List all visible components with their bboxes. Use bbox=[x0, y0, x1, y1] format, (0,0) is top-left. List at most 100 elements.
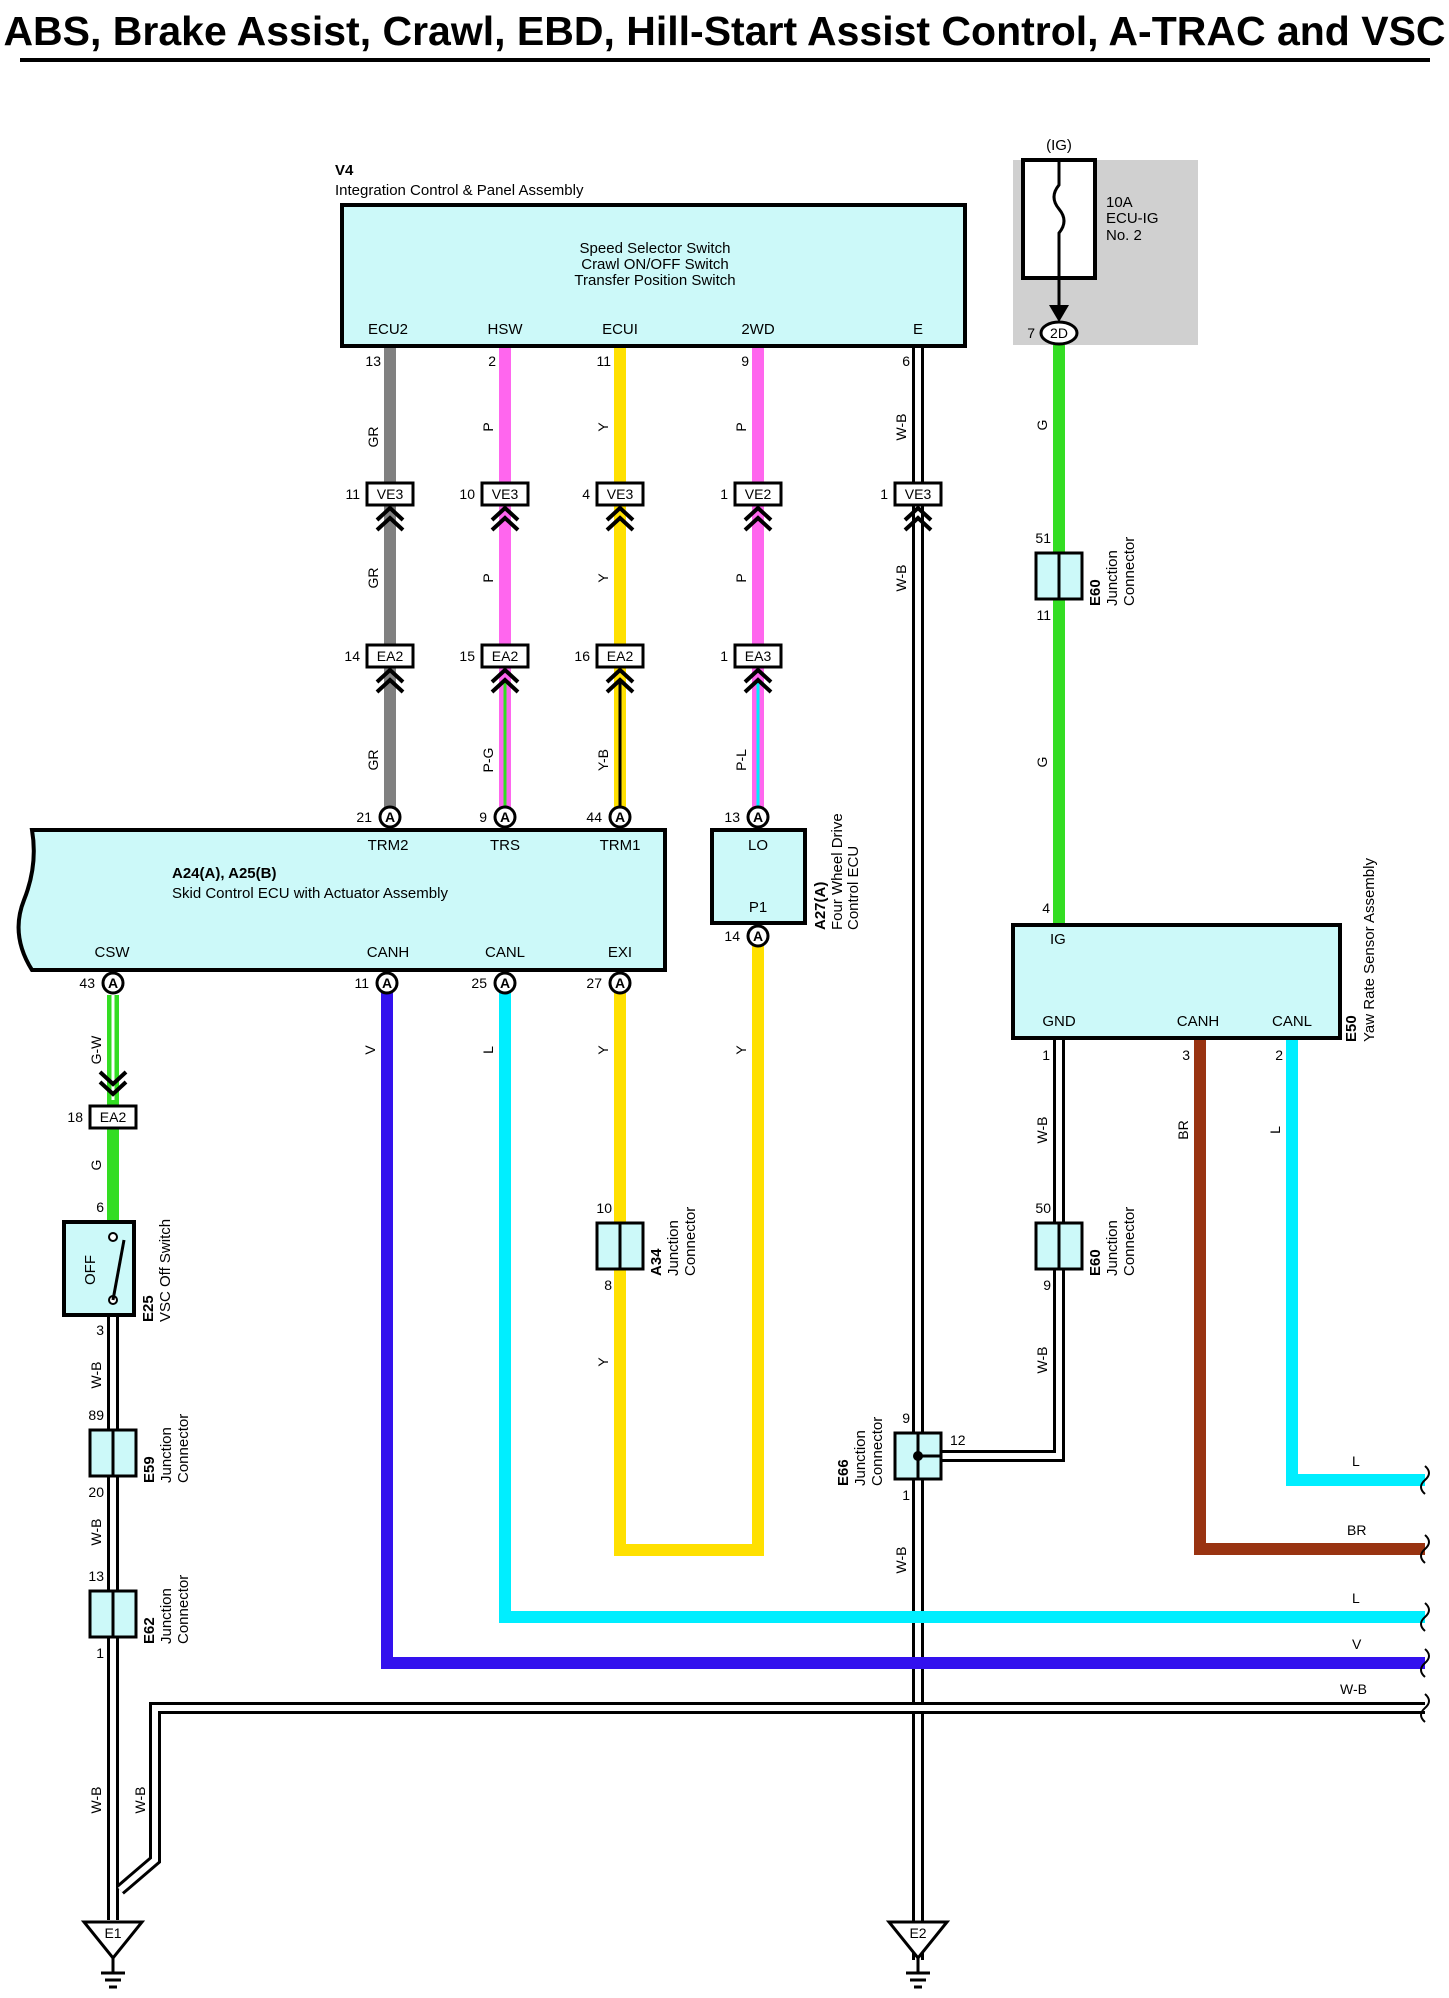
skid-ecu-name: Skid Control ECU with Actuator Assembly bbox=[172, 885, 448, 902]
skid-pin-exi: EXI bbox=[608, 944, 632, 961]
svg-text:W-B: W-B bbox=[893, 1547, 909, 1574]
svg-text:13: 13 bbox=[88, 1568, 104, 1584]
yaw-name: Yaw Rate Sensor Assembly bbox=[1361, 858, 1378, 1042]
skid-pin-trm2: TRM2 bbox=[368, 837, 409, 854]
fwd-conn-a-bottom: A bbox=[753, 928, 763, 944]
svg-text:89: 89 bbox=[88, 1407, 104, 1423]
svg-text:11: 11 bbox=[354, 975, 369, 991]
svg-text:W-B: W-B bbox=[88, 1787, 104, 1814]
junction-e59: 89 20 E59 Junction Connector bbox=[88, 1407, 192, 1500]
svg-text:51: 51 bbox=[1035, 530, 1051, 546]
v4-num-e: 6 bbox=[902, 353, 910, 369]
svg-text:P: P bbox=[480, 422, 496, 431]
svg-text:A: A bbox=[500, 975, 510, 991]
v4-name: Integration Control & Panel Assembly bbox=[335, 182, 584, 199]
connector-ve3-c: VE3 4 bbox=[582, 481, 645, 532]
connector-ve2: VE2 1 bbox=[720, 481, 783, 532]
v4-pin-ecui: ECUI bbox=[602, 321, 638, 338]
fwd-num-lo: 13 bbox=[724, 809, 740, 825]
svg-text:9: 9 bbox=[902, 1410, 910, 1426]
yaw-num-canh: 3 bbox=[1182, 1047, 1190, 1063]
v4-num-ecu2: 13 bbox=[365, 353, 381, 369]
svg-text:A: A bbox=[382, 975, 392, 991]
svg-text:E59: E59 bbox=[141, 1456, 158, 1483]
svg-text:Connector: Connector bbox=[869, 1417, 886, 1486]
svg-text:EA2: EA2 bbox=[492, 648, 519, 664]
title-underline bbox=[20, 58, 1430, 62]
v4-num-2wd: 9 bbox=[741, 353, 749, 369]
svg-text:Y: Y bbox=[595, 1357, 611, 1367]
fwd-pin-p1: P1 bbox=[749, 899, 767, 916]
svg-text:W-B: W-B bbox=[88, 1519, 104, 1546]
yaw-num-gnd: 1 bbox=[1042, 1047, 1050, 1063]
svg-text:27: 27 bbox=[586, 975, 602, 991]
v4-line-3: Transfer Position Switch bbox=[574, 272, 735, 289]
svg-text:Junction: Junction bbox=[665, 1220, 682, 1276]
svg-text:9: 9 bbox=[479, 809, 487, 825]
fwd-pin-p1-connector bbox=[746, 924, 770, 948]
fuse-name: ECU-IG bbox=[1106, 210, 1159, 227]
ground-e1-icon: E1 bbox=[80, 1920, 146, 1989]
svg-text:9: 9 bbox=[1043, 1277, 1051, 1293]
wire-y-exi bbox=[614, 945, 764, 1556]
svg-text:10: 10 bbox=[459, 486, 475, 502]
v4-num-hsw: 2 bbox=[488, 353, 496, 369]
svg-text:Y-B: Y-B bbox=[595, 749, 611, 771]
svg-text:E1: E1 bbox=[104, 1925, 121, 1941]
svg-text:VE3: VE3 bbox=[377, 486, 404, 502]
fwd-name-1: Four Wheel Drive bbox=[829, 813, 846, 930]
fuse-pin: 7 bbox=[1027, 325, 1035, 341]
fwd-code: A27(A) bbox=[812, 882, 829, 930]
svg-text:G: G bbox=[88, 1160, 104, 1171]
yaw-code: E50 bbox=[1343, 1015, 1360, 1042]
skid-ecu-code: A24(A), A25(B) bbox=[172, 865, 276, 882]
svg-text:EA2: EA2 bbox=[607, 648, 634, 664]
svg-text:12: 12 bbox=[950, 1432, 966, 1448]
svg-text:A: A bbox=[108, 975, 118, 991]
svg-text:GR: GR bbox=[365, 568, 381, 589]
wire-wb-bottom bbox=[116, 1702, 1425, 1895]
svg-text:1: 1 bbox=[720, 648, 728, 664]
svg-text:VE3: VE3 bbox=[607, 486, 634, 502]
connector-ea2-c: EA2 16 bbox=[574, 643, 645, 694]
svg-text:P-L: P-L bbox=[733, 749, 749, 771]
v4-code: V4 bbox=[335, 162, 354, 179]
svg-text:11: 11 bbox=[345, 486, 360, 502]
svg-text:L: L bbox=[1352, 1590, 1360, 1606]
wire-break-marks bbox=[1420, 1465, 1430, 1723]
yaw-num-ig: 4 bbox=[1042, 900, 1050, 916]
v4-pin-2wd: 2WD bbox=[741, 321, 775, 338]
svg-text:L: L bbox=[480, 1046, 496, 1054]
svg-text:EA2: EA2 bbox=[100, 1109, 127, 1125]
svg-text:W-B: W-B bbox=[1340, 1681, 1367, 1697]
fuse-connector bbox=[1039, 320, 1079, 346]
connector-ea3: EA3 1 bbox=[720, 643, 783, 694]
svg-text:VE3: VE3 bbox=[492, 486, 519, 502]
svg-text:44: 44 bbox=[586, 809, 602, 825]
svg-text:P: P bbox=[733, 573, 749, 582]
svg-text:G: G bbox=[1034, 757, 1050, 768]
svg-text:Connector: Connector bbox=[175, 1575, 192, 1644]
svg-text:1: 1 bbox=[720, 486, 728, 502]
svg-text:43: 43 bbox=[79, 975, 95, 991]
yaw-pin-canh: CANH bbox=[1177, 1013, 1220, 1030]
svg-text:EA3: EA3 bbox=[745, 648, 772, 664]
svg-text:Y: Y bbox=[595, 422, 611, 432]
svg-text:W-B: W-B bbox=[893, 414, 909, 441]
skid-pin-connectors: A 21 A 9 A 44 A 43 A 11 A 25 A 27 bbox=[79, 805, 632, 995]
svg-text:Y: Y bbox=[733, 1045, 749, 1055]
vsc-off-switch: OFF 6 3 E25 VSC Off Switch bbox=[62, 1199, 174, 1338]
svg-text:G: G bbox=[1034, 420, 1050, 431]
svg-text:E62: E62 bbox=[141, 1617, 158, 1644]
svg-text:G-W: G-W bbox=[88, 1035, 104, 1065]
fwd-pin-lo: LO bbox=[748, 837, 768, 854]
svg-text:GR: GR bbox=[365, 427, 381, 448]
wire-wb-yaw bbox=[940, 1040, 1065, 1462]
junction-e62: 13 1 E62 Junction Connector bbox=[88, 1568, 192, 1661]
svg-text:Junction: Junction bbox=[852, 1430, 869, 1486]
v4-line-2: Crawl ON/OFF Switch bbox=[581, 256, 729, 273]
svg-text:P: P bbox=[480, 573, 496, 582]
svg-text:6: 6 bbox=[96, 1199, 104, 1215]
svg-text:Connector: Connector bbox=[1121, 537, 1138, 606]
connector-ve3-d: VE3 1 bbox=[880, 481, 943, 532]
